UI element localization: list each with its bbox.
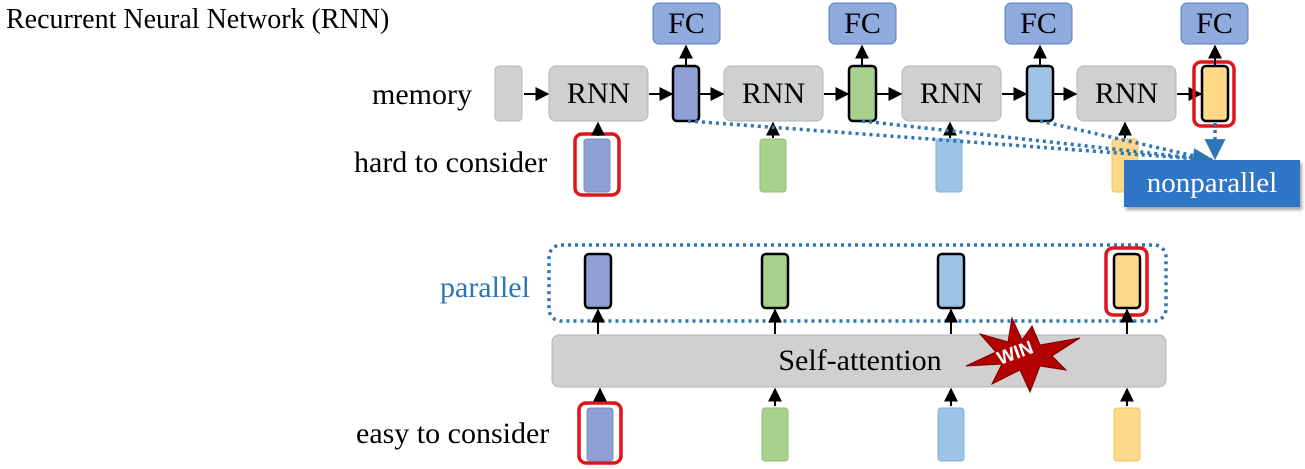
sa-input-1-highlight	[577, 401, 623, 465]
sa-output-3	[936, 252, 966, 310]
win-starburst-icon	[965, 316, 1081, 394]
sa-input-1	[586, 407, 614, 462]
sa-output-4	[1112, 252, 1142, 310]
rnn-hidden-1	[671, 64, 701, 123]
rnn-hidden-4	[1200, 64, 1230, 123]
sa-output-2	[760, 252, 790, 310]
fc-box-2	[828, 2, 897, 45]
rnn-cell-1	[548, 65, 649, 122]
diagram-title: Recurrent Neural Network (RNN)	[6, 4, 390, 35]
fc-box-4	[1180, 2, 1249, 45]
sa-input-4	[1113, 407, 1141, 462]
rnn-hidden-3	[1025, 64, 1055, 123]
fc-box-1	[652, 2, 721, 45]
fc-box-3	[1004, 2, 1073, 45]
parallel-label: parallel	[440, 271, 530, 304]
parallel-dotted-frame	[547, 243, 1168, 323]
rnn-input-1	[583, 138, 611, 193]
nonparallel-label: nonparallel	[1124, 160, 1300, 207]
self-attention-box	[551, 334, 1167, 388]
initial-memory-box	[494, 65, 523, 122]
rnn-cell-2	[723, 65, 824, 122]
rnn-cell-3	[901, 65, 1002, 122]
hard-to-consider-label: hard to consider	[354, 146, 548, 179]
sa-input-3	[937, 407, 965, 462]
rnn-hidden-2	[847, 64, 878, 123]
sa-output-1	[583, 252, 613, 310]
rnn-input-3	[935, 138, 963, 193]
memory-label: memory	[372, 78, 472, 111]
easy-to-consider-label: easy to consider	[356, 417, 550, 450]
rnn-cell-4	[1076, 65, 1177, 122]
rnn-input-2	[759, 138, 787, 193]
sa-input-2	[761, 407, 789, 462]
